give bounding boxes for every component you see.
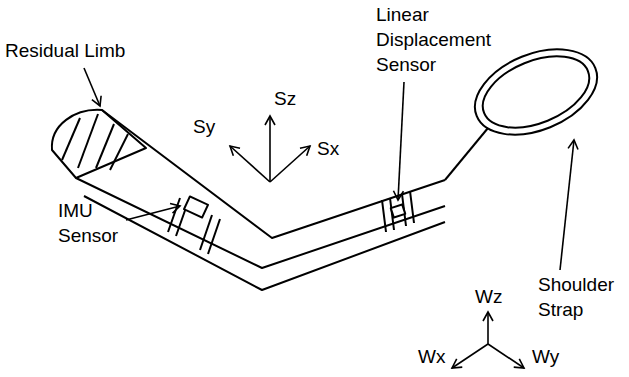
part-label: Linear Displacement Sensor (376, 2, 504, 77)
axis-label: Wx (418, 344, 452, 369)
part-label: IMU Sensor (58, 198, 130, 248)
part-label: Shoulder Strap (538, 272, 626, 322)
axis-label: Sx (317, 136, 357, 161)
axis-label: Sy (193, 114, 233, 139)
part-label: Residual Limb (5, 38, 155, 63)
axis-label: Wz (475, 284, 515, 309)
axis-label: Sz (274, 86, 314, 111)
axis-label: Wy (532, 344, 572, 369)
